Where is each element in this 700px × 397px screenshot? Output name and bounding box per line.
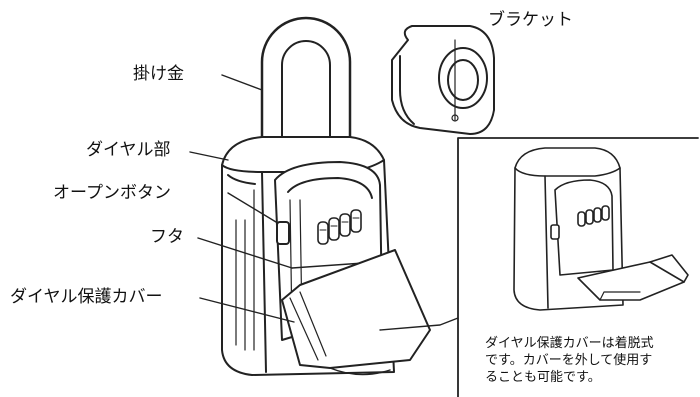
cover-note: ダイヤル保護カバーは着脱式 です。カバーを外して使用す ることも可能です。 — [485, 335, 695, 386]
bracket-graphic — [391, 25, 495, 135]
shackle-label: 掛け金 — [133, 64, 184, 84]
cover-note-line: ダイヤル保護カバーは着脱式 — [485, 336, 654, 351]
cover-note-line: です。カバーを外して使用す — [485, 353, 653, 368]
dial-cover-label: ダイヤル保護カバー — [10, 287, 163, 307]
bracket-label: ブラケット — [488, 10, 573, 30]
open-button-label: オープンボタン — [53, 183, 171, 203]
leader-lines — [189, 74, 459, 331]
lid-label: フタ — [150, 227, 184, 247]
inset-frame — [457, 137, 699, 397]
dial-wheels-graphic — [317, 209, 362, 245]
dial-cover-graphic — [281, 249, 431, 376]
shackle-graphic — [260, 16, 352, 152]
lockbox-body-graphic — [221, 136, 431, 376]
dial-section-label: ダイヤル部 — [86, 140, 171, 160]
inset-lockbox-graphic — [513, 147, 689, 311]
open-button-graphic — [276, 221, 290, 245]
cover-note-line: ることも可能です。 — [485, 370, 601, 385]
